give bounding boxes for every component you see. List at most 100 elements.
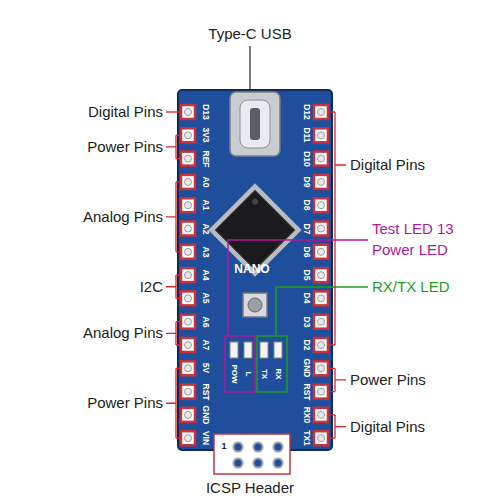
pin-name: RX0 [301, 407, 310, 424]
pin-hole [185, 178, 192, 185]
pin-hole [318, 272, 325, 279]
leader-line [166, 275, 181, 298]
pin-pad [314, 152, 328, 166]
pin-name: RST [301, 383, 310, 400]
leader-line [166, 182, 181, 252]
pin-pad [314, 245, 328, 259]
pin-leaders [166, 112, 346, 438]
callout-label: Digital Pins [350, 418, 425, 435]
mcu-chip [208, 183, 301, 276]
pin-name: A4 [200, 270, 209, 281]
pin-pad [314, 291, 328, 305]
callout-label: Test LED 13 [372, 221, 454, 238]
pin-pad [181, 361, 195, 375]
pin-name: D5 [301, 270, 310, 281]
pin-name: D4 [301, 293, 310, 304]
pin-pad [181, 408, 195, 422]
pin-pad [314, 338, 328, 352]
pin-pad [314, 268, 328, 282]
led-label: RX [274, 368, 283, 379]
pin-name: D7 [301, 223, 310, 234]
leader-line [166, 368, 181, 438]
pin-pad [181, 291, 195, 305]
pin-hole [318, 318, 325, 325]
led [230, 342, 238, 358]
pin-pad [314, 361, 328, 375]
pin-pad [314, 315, 328, 329]
pin-hole [318, 342, 325, 349]
callout-label: RX/TX LED [372, 279, 450, 296]
pin-pad [181, 198, 195, 212]
callout-label: Power Pins [87, 139, 163, 156]
reset-button [243, 293, 267, 317]
pin-hole [185, 225, 192, 232]
callout-label: Type-C USB [208, 26, 291, 43]
led [244, 342, 252, 358]
pin-hole [185, 155, 192, 162]
pin-hole [318, 178, 325, 185]
pin-pad [314, 105, 328, 119]
pin-hole [185, 202, 192, 209]
pin-name: D10 [301, 151, 310, 167]
usb-c-tongue [250, 108, 260, 140]
pin-pad [181, 338, 195, 352]
callout-label: Analog Pins [83, 325, 163, 342]
pin-name: TX1 [301, 430, 310, 446]
pin-name: D8 [301, 200, 310, 211]
pin-hole [318, 155, 325, 162]
leader-line [276, 287, 368, 336]
pin-name: D9 [301, 176, 310, 187]
pin-name: D11 [301, 128, 310, 143]
pin-pad [314, 385, 328, 399]
leader-line [228, 240, 368, 336]
callout-label: Power Pins [350, 372, 426, 389]
pin-hole [185, 388, 192, 395]
callout-label: Power LED [372, 242, 448, 259]
pin-pad [181, 222, 195, 236]
pin-name: A3 [200, 246, 209, 257]
pin-hole [318, 248, 325, 255]
leader-line [329, 112, 346, 345]
pin-name: D13 [200, 104, 209, 120]
pin-name: GND [301, 359, 310, 378]
led-label: L [244, 372, 253, 377]
pin-pad [314, 431, 328, 445]
pin-pad [181, 152, 195, 166]
callout-label: Power Pins [87, 395, 163, 412]
pin-name: RST [200, 383, 209, 400]
pin-hole [318, 435, 325, 442]
pin-name: D2 [301, 340, 310, 351]
callout-label: I2C [140, 279, 163, 296]
pin-pad [181, 128, 195, 142]
chip-legs [208, 183, 301, 276]
pin-name: VIN [200, 431, 209, 445]
led-label: POW [230, 364, 239, 383]
pin-name: A7 [200, 340, 209, 351]
pin-hole [185, 365, 192, 372]
led-label: TX [260, 369, 269, 379]
pin-hole [185, 132, 192, 139]
callout-label: Analog Pins [83, 209, 163, 226]
pin-hole [185, 342, 192, 349]
pin-hole [318, 365, 325, 372]
callout-label: Digital Pins [350, 157, 425, 174]
pin-pad [181, 268, 195, 282]
led [274, 342, 282, 358]
pin-name: A2 [200, 223, 209, 234]
pin-column [314, 105, 328, 445]
led-highlight-box [225, 336, 255, 392]
callout-label: ICSP Header [206, 480, 294, 497]
pin-name: 3V3 [200, 128, 209, 143]
led [260, 342, 268, 358]
leader-line [329, 368, 346, 391]
icsp-header [214, 434, 290, 474]
leader-line [249, 46, 250, 90]
board-pcb [178, 90, 332, 450]
pin-hole [185, 435, 192, 442]
reset-button-cap [248, 298, 262, 312]
pin-hole [318, 411, 325, 418]
leds [230, 342, 282, 358]
leader-line [166, 111, 181, 112]
pin-hole [185, 411, 192, 418]
